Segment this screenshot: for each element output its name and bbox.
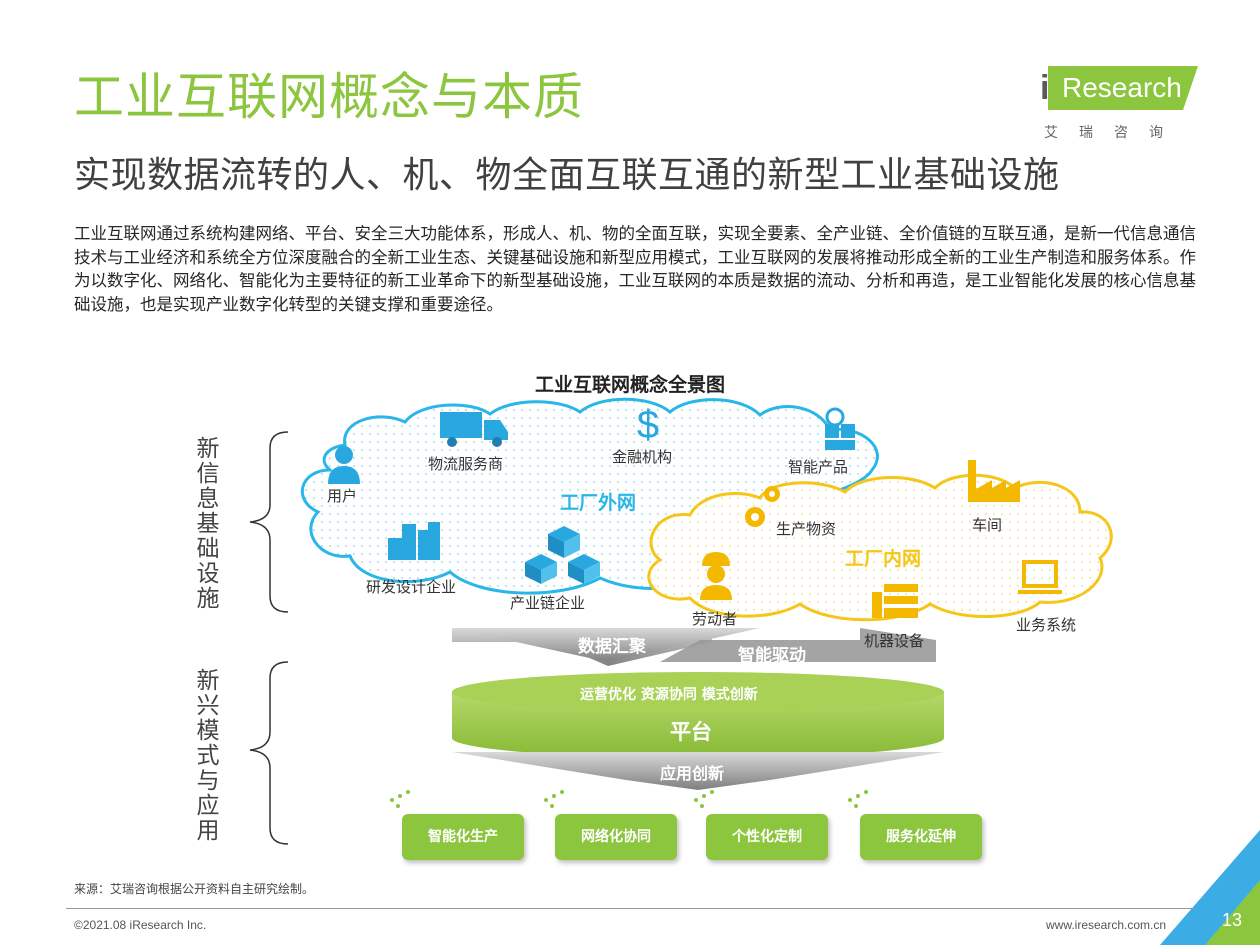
app-personalized-customization: 个性化定制 xyxy=(706,814,828,860)
app-service-extension: 服务化延伸 xyxy=(860,814,982,860)
data-aggregation-arrow-down xyxy=(452,628,760,662)
app-innovation-arrow xyxy=(452,752,944,790)
user-icon xyxy=(328,446,360,484)
laptop-icon xyxy=(1018,560,1062,594)
platform-label: 平台 xyxy=(670,720,712,744)
corner-triangle-green xyxy=(1205,880,1260,945)
brace-top xyxy=(249,431,289,613)
app-wifi-decor xyxy=(390,790,868,808)
footer-divider xyxy=(66,908,1194,909)
page-subtitle: 实现数据流转的人、机、物全面互联互通的新型工业基础设施 xyxy=(74,155,1060,196)
node-rd-enterprise: 研发设计企业 xyxy=(366,578,457,596)
app-innovation-label: 应用创新 xyxy=(660,764,725,783)
node-supply-chain: 产业链企业 xyxy=(510,594,586,612)
building-icon xyxy=(388,522,440,560)
worker-icon xyxy=(700,552,732,600)
factory-icon xyxy=(968,460,1020,502)
logo-cn: 艾瑞咨询 xyxy=(1044,125,1184,141)
body-paragraph: 工业互联网通过系统构建网络、平台、安全三大功能体系，形成人、机、物的全面互联，实… xyxy=(74,224,1196,314)
outer-network-label: 工厂外网 xyxy=(560,492,637,514)
platform-cylinder xyxy=(452,672,944,758)
truck-icon xyxy=(440,412,508,447)
smart-drive-arrow xyxy=(660,628,936,662)
dollar-icon: $ xyxy=(637,403,659,447)
node-materials: 生产物资 xyxy=(776,520,837,538)
app-smart-production: 智能化生产 xyxy=(402,814,524,860)
iresearch-logo: i Research 艾瑞咨询 xyxy=(1040,66,1198,141)
page-number: 13 xyxy=(1222,910,1243,930)
gear-icon xyxy=(745,486,780,527)
inner-network-label: 工厂内网 xyxy=(845,548,922,570)
page-title: 工业互联网概念与本质 xyxy=(74,68,584,126)
diagram-title: 工业互联网概念全景图 xyxy=(534,374,725,396)
source-note: 来源：艾瑞咨询根据公开资料自主研究绘制。 xyxy=(74,882,315,896)
node-machine: 机器设备 xyxy=(864,632,925,650)
logo-i: i xyxy=(1040,69,1050,107)
brace-bottom xyxy=(249,661,289,845)
node-user: 用户 xyxy=(327,487,358,505)
logo-brand: Research xyxy=(1062,72,1182,103)
node-smart-product: 智能产品 xyxy=(788,458,849,476)
website-link[interactable]: www.iresearch.com.cn xyxy=(1046,918,1167,932)
platform-tagline: 运营优化 资源协同 模式创新 xyxy=(580,687,758,703)
node-business-system: 业务系统 xyxy=(1016,616,1077,634)
smart-product-icon xyxy=(825,407,855,450)
side-label-top: 新信息基础设施 xyxy=(192,436,218,611)
node-logistics: 物流服务商 xyxy=(428,455,504,473)
data-aggregation-label: 数据汇聚 xyxy=(578,637,646,657)
copyright: ©2021.08 iResearch Inc. xyxy=(74,918,207,932)
svg-text:$: $ xyxy=(637,403,659,447)
smart-drive-label: 智能驱动 xyxy=(738,646,806,666)
machine-icon xyxy=(872,584,918,618)
node-finance: 金融机构 xyxy=(612,448,673,466)
supply-chain-icon xyxy=(525,526,600,584)
logo-badge xyxy=(1048,66,1198,110)
side-label-bottom: 新兴模式与应用 xyxy=(192,668,218,843)
node-workshop: 车间 xyxy=(972,516,1003,534)
app-network-collaboration: 网络化协同 xyxy=(555,814,677,860)
node-worker: 劳动者 xyxy=(692,610,738,628)
